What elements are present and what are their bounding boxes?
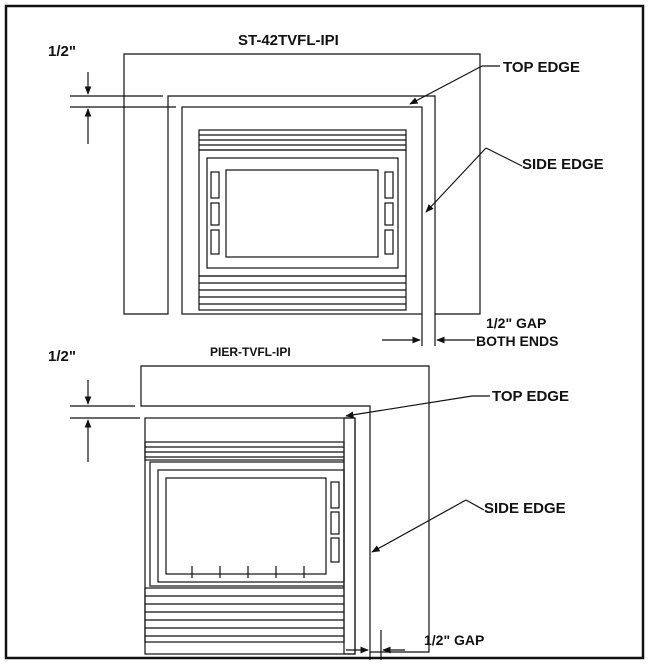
bottom-fireplace-body <box>144 417 356 655</box>
bottom-louver-lower <box>144 587 345 643</box>
bottom-vertical-gap-dimension <box>70 380 140 462</box>
top-glass-frame <box>206 157 399 269</box>
top-diagram <box>123 53 481 315</box>
top-horizontal-gap-dimension <box>382 314 475 346</box>
top-gap-label-line2: BOTH ENDS <box>476 333 558 349</box>
bottom-glass-frame <box>157 469 345 583</box>
top-glass <box>225 169 379 258</box>
bottom-diagram <box>140 365 430 655</box>
bottom-horizontal-gap-dimension <box>346 630 405 660</box>
top-surround <box>123 53 481 315</box>
bottom-edge-label: TOP EDGE <box>492 388 569 405</box>
top-model-label: ST-42TVFL-IPI <box>238 32 339 49</box>
top-louver-lower <box>198 275 407 311</box>
top-gap-label-line1: 1/2" GAP <box>486 315 546 331</box>
bottom-glass <box>165 477 327 575</box>
bottom-vertical-gap-label: 1/2" <box>48 348 76 365</box>
top-edge-label: TOP EDGE <box>503 59 580 76</box>
top-side-edge-label: SIDE EDGE <box>522 156 604 173</box>
top-vertical-gap-label: 1/2" <box>48 43 76 60</box>
top-vertical-gap-dimension <box>70 72 176 144</box>
outer-frame <box>4 4 645 660</box>
bottom-gap-label: 1/2" GAP <box>424 632 484 648</box>
top-leaders <box>409 65 523 213</box>
bottom-leaders <box>345 395 490 553</box>
bottom-louver-upper <box>144 441 345 461</box>
bottom-surround <box>140 365 430 653</box>
bottom-model-label: PIER-TVFL-IPI <box>210 345 291 359</box>
top-fireplace-body <box>181 106 423 315</box>
bottom-side-edge-label: SIDE EDGE <box>484 500 566 517</box>
